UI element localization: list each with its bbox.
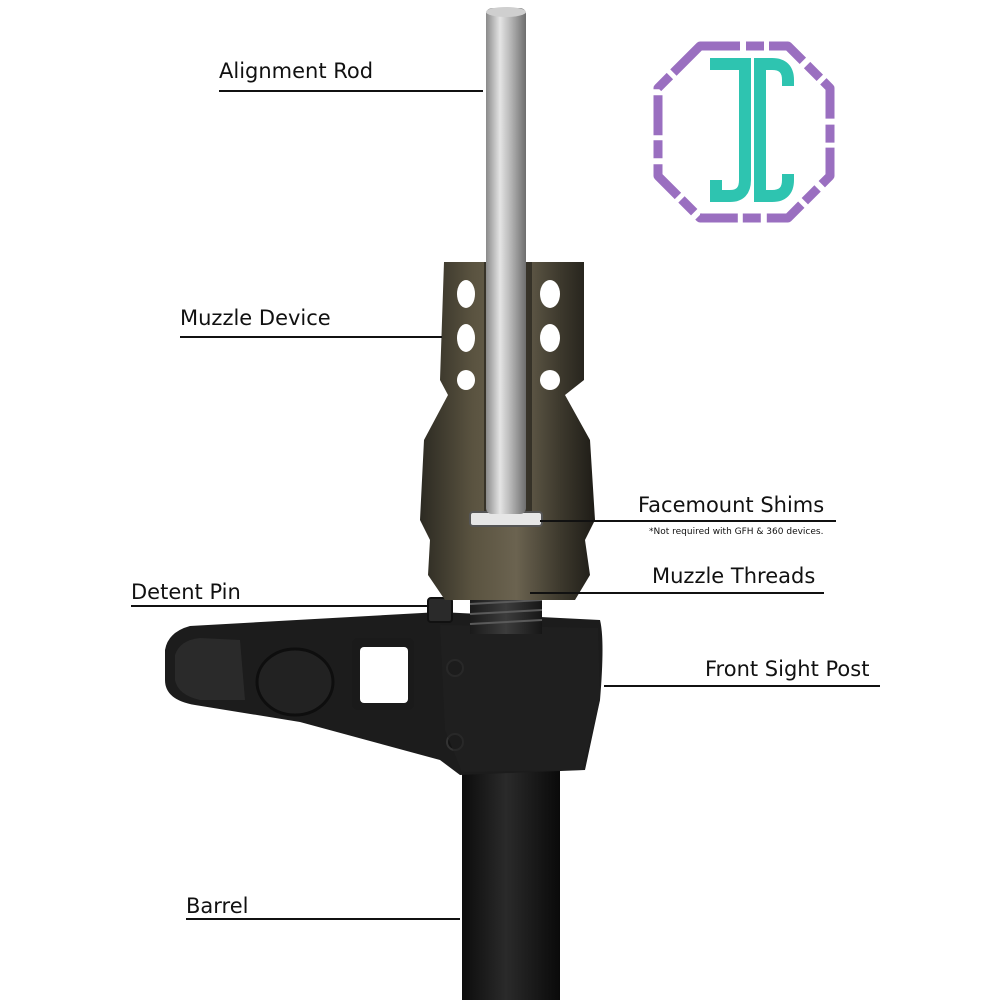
alignment-rod <box>486 7 526 514</box>
leader-detent-pin <box>131 605 429 607</box>
leader-front-sight-post <box>604 685 880 687</box>
leader-muzzle-device <box>180 336 442 338</box>
logo-monogram <box>710 58 795 202</box>
sight-base-plug <box>255 647 335 717</box>
facemount-note: *Not required with GFH & 360 devices. <box>649 527 824 537</box>
logo-octagon-frame <box>653 41 835 223</box>
label-facemount-shims: Facemount Shims <box>638 493 825 517</box>
jc-logo <box>653 41 835 223</box>
muzzle-device-ports <box>457 280 560 390</box>
detent-pin <box>427 597 453 623</box>
leader-barrel <box>186 918 460 920</box>
label-muzzle-threads: Muzzle Threads <box>652 564 816 588</box>
leader-alignment-rod <box>219 90 483 92</box>
front-sight-post <box>165 612 603 775</box>
label-barrel: Barrel <box>186 894 249 918</box>
label-muzzle-device: Muzzle Device <box>180 306 331 330</box>
label-front-sight-post: Front Sight Post <box>705 657 870 681</box>
leader-muzzle-threads <box>530 592 824 594</box>
barrel <box>462 770 560 1000</box>
label-detent-pin: Detent Pin <box>131 580 241 604</box>
leader-facemount-shims <box>540 520 836 522</box>
facemount-shims <box>469 511 543 527</box>
label-alignment-rod: Alignment Rod <box>219 59 374 83</box>
